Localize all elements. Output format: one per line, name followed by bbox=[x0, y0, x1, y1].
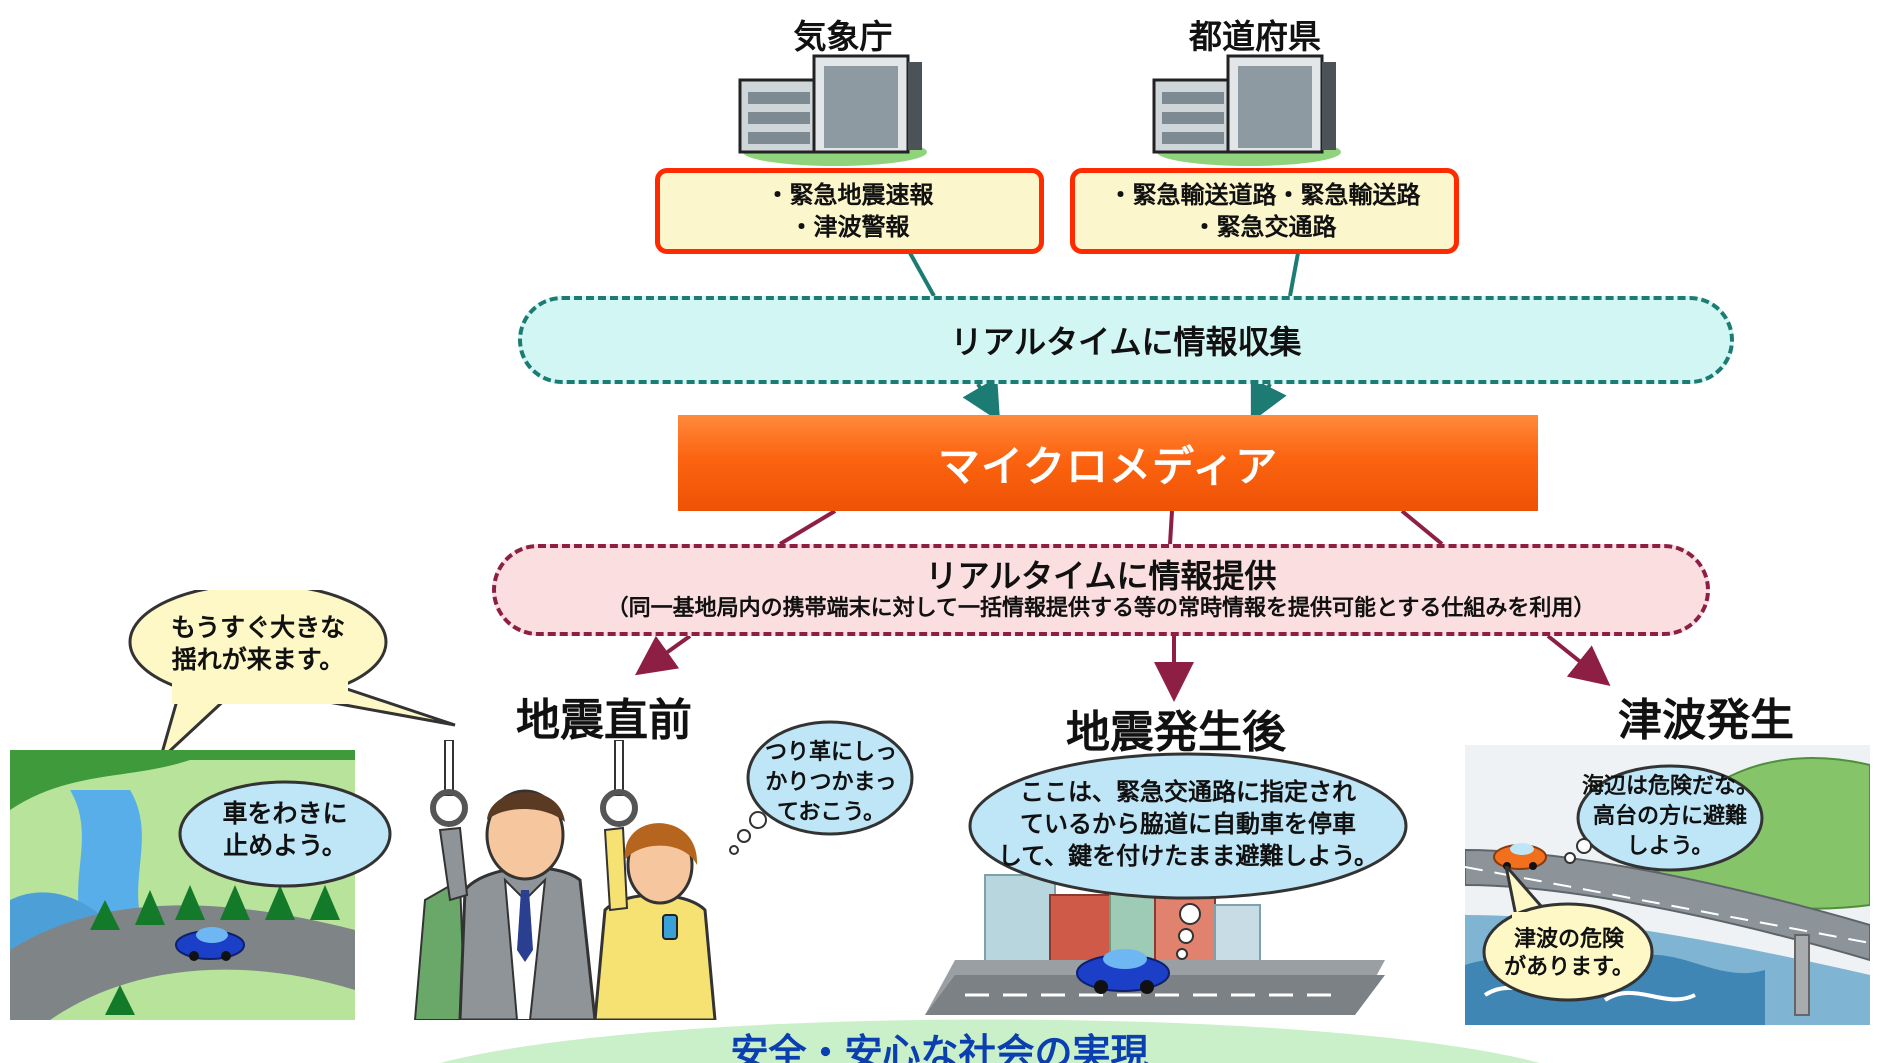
jma-title: 気象庁 bbox=[793, 17, 893, 56]
prefecture-building-icon bbox=[1152, 54, 1341, 166]
coastal-driver-thought-line: 高台の方に避難 bbox=[1592, 804, 1747, 829]
coastal-driver-thought-line: しよう。 bbox=[1626, 834, 1714, 859]
realtime-collect-box: リアルタイムに情報収集 bbox=[518, 296, 1734, 384]
city-driver-thought-line: して、鍵を付けたまま避難しよう。 bbox=[998, 842, 1378, 870]
tsunami-notice-text: 津波の危険 があります。 bbox=[1494, 926, 1644, 982]
coastal-driver-thought-text: 海辺は危険だな。 高台の方に避難 しよう。 bbox=[1578, 772, 1762, 862]
city-driver-thought-bubble bbox=[968, 752, 1408, 960]
provide-to-tsunami-arrow bbox=[1546, 634, 1611, 686]
society-goal-label: 安全・安心な社会の実現 bbox=[730, 1031, 1149, 1063]
jma-info-item: ・津波警報 bbox=[789, 213, 910, 241]
passenger-thought-line: ておこう。 bbox=[776, 800, 886, 825]
realtime-provide-box: リアルタイムに情報提供 （同一基地局内の携帯端末に対して一括情報提供する等の常時… bbox=[492, 544, 1710, 636]
tsunami-notice-line: 津波の危険 bbox=[1513, 927, 1624, 952]
announcement-line: もうすぐ大きな bbox=[170, 613, 346, 642]
city-driver-thought-text: ここは、緊急交通路に指定され ているから脇道に自動車を停車 して、鍵を付けたまま… bbox=[975, 776, 1401, 872]
driver-thought-bubble bbox=[178, 780, 392, 888]
announcement-line: 揺れが来ます。 bbox=[171, 645, 345, 674]
micro-to-provide-right bbox=[1400, 509, 1444, 546]
tsunami-notice-line: があります。 bbox=[1504, 955, 1634, 980]
driver-thought-line: 車をわきに bbox=[222, 799, 348, 828]
prefecture-info-box: ・緊急輸送道路・緊急輸送路 ・緊急交通路 bbox=[1070, 168, 1459, 254]
collect-to-micro-arrow-right bbox=[1250, 377, 1287, 423]
driver-thought-line: 止めよう。 bbox=[223, 831, 347, 860]
announcement-speech-bubble bbox=[128, 590, 456, 765]
scene-title-before-quake: 地震直前 bbox=[516, 695, 692, 746]
announcement-text: もうすぐ大きな 揺れが来ます。 bbox=[148, 612, 368, 676]
pref-to-collect-line bbox=[1288, 252, 1300, 297]
city-driver-thought-line: ているから脇道に自動車を停車 bbox=[1020, 810, 1356, 838]
passenger-thought-line: かりつかまっ bbox=[765, 770, 897, 795]
scene-title-tsunami: 津波発生 bbox=[1618, 695, 1794, 746]
city-road-illustration bbox=[925, 864, 1385, 1015]
prefecture-info-item: ・緊急交通路 bbox=[1192, 213, 1337, 241]
city-driver-thought-line: ここは、緊急交通路に指定され bbox=[1020, 778, 1356, 806]
passenger-thought-bubble bbox=[729, 720, 914, 855]
train-passengers-illustration bbox=[413, 740, 717, 1020]
provide-to-before-arrow bbox=[634, 634, 692, 676]
scene-title-after-quake: 地震発生後 bbox=[1066, 707, 1286, 758]
micromedia-box: マイクロメディア bbox=[678, 415, 1538, 511]
tsunami-notice-bubble bbox=[1482, 866, 1654, 1002]
jma-info-box: ・緊急地震速報 ・津波警報 bbox=[655, 168, 1044, 254]
jma-info-item: ・緊急地震速報 bbox=[765, 181, 934, 209]
society-arc bbox=[440, 1019, 1540, 1063]
provide-subtitle: （同一基地局内の携帯端末に対して一括情報提供する等の常時情報を提供可能とする仕組… bbox=[606, 596, 1596, 621]
prefecture-info-item: ・緊急輸送道路・緊急輸送路 bbox=[1108, 181, 1421, 209]
provide-title: リアルタイムに情報提供 bbox=[925, 557, 1277, 595]
collect-to-micro-arrow-left bbox=[962, 377, 1001, 422]
passenger-thought-line: つり革にしっ bbox=[764, 740, 897, 765]
prefecture-title: 都道府県 bbox=[1189, 17, 1321, 56]
micro-to-provide-left bbox=[778, 509, 837, 546]
micro-to-provide-mid bbox=[1168, 510, 1174, 545]
coastal-driver-thought-bubble bbox=[1564, 764, 1764, 872]
coastal-driver-thought-line: 海辺は危険だな。 bbox=[1581, 774, 1758, 799]
jma-to-collect-line bbox=[908, 252, 936, 297]
driver-thought-text: 車をわきに 止めよう。 bbox=[195, 798, 375, 862]
passenger-thought-text: つり革にしっ かりつかまっ ておこう。 bbox=[745, 738, 917, 828]
jma-building-icon bbox=[738, 54, 927, 166]
